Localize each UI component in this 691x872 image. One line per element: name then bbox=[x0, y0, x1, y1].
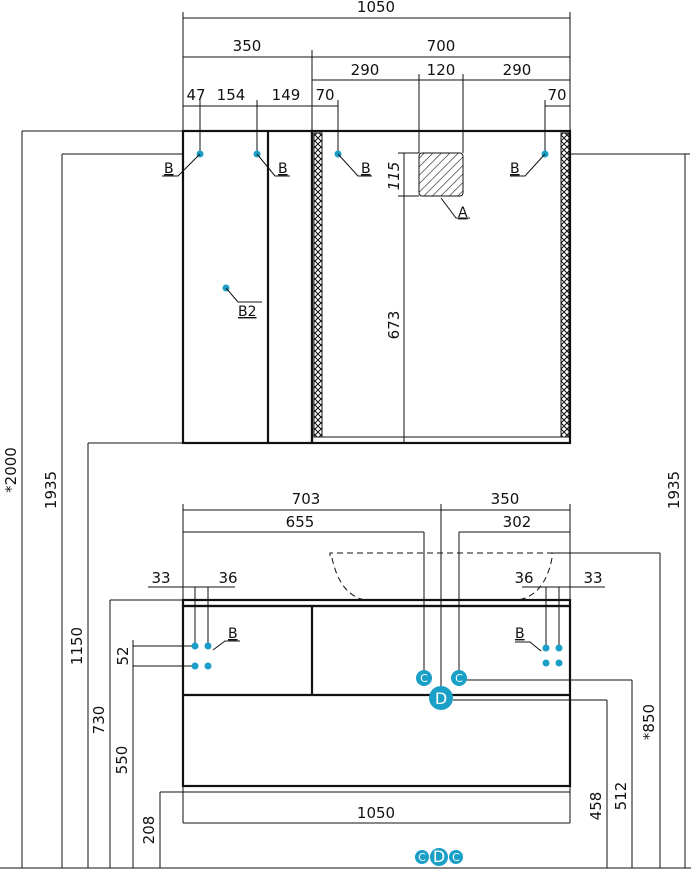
dim-2000: *2000 bbox=[2, 447, 20, 493]
vanity-unit: 703 655 350 302 1050 33 36 36 33 B B C C… bbox=[148, 490, 632, 824]
dim-550: 550 bbox=[113, 746, 131, 775]
dim-350-bottom: 350 bbox=[491, 490, 520, 508]
legend-d: D bbox=[433, 847, 445, 866]
dim-655: 655 bbox=[286, 513, 315, 531]
mirror-cabinet: 115 673 A bbox=[310, 129, 572, 445]
top-b-markers: B B B B B2 bbox=[162, 150, 549, 320]
dim-350-top: 350 bbox=[233, 37, 262, 55]
water-c-left bbox=[416, 670, 432, 686]
dim-290-right: 290 bbox=[503, 61, 532, 79]
label-a: A bbox=[458, 205, 468, 221]
dim-1050-bottom: 1050 bbox=[357, 804, 395, 822]
dim-36-left: 36 bbox=[218, 569, 237, 587]
dim-700: 700 bbox=[427, 37, 456, 55]
label-b-3: B bbox=[361, 161, 371, 177]
legend-c-right: C bbox=[452, 851, 460, 864]
dim-33-right: 33 bbox=[583, 569, 602, 587]
drain-d bbox=[429, 686, 453, 710]
dim-673: 673 bbox=[385, 311, 403, 340]
dim-47: 47 bbox=[186, 86, 205, 104]
label-b-4: B bbox=[510, 161, 520, 177]
dim-730: 730 bbox=[90, 706, 108, 735]
dim-1050-top: 1050 bbox=[357, 0, 395, 16]
dim-302: 302 bbox=[503, 513, 532, 531]
dim-120: 120 bbox=[427, 61, 456, 79]
legend-c-left: C bbox=[418, 851, 426, 864]
socket-area-a bbox=[418, 152, 464, 197]
label-b-1: B bbox=[164, 161, 174, 177]
dim-115: 115 bbox=[385, 162, 403, 191]
dim-1150: 1150 bbox=[68, 627, 86, 665]
height-dimensions: *2000 1935 1150 730 550 52 208 458 512 *… bbox=[0, 130, 691, 869]
dim-1935-right: 1935 bbox=[665, 471, 683, 509]
dim-458: 458 bbox=[587, 792, 605, 821]
dim-70-right: 70 bbox=[547, 86, 566, 104]
label-d: D bbox=[435, 689, 447, 708]
top-dimensions: 1050 350 700 290 120 290 47 154 149 70 7… bbox=[182, 0, 571, 154]
water-c-right bbox=[451, 670, 467, 686]
label-b-left: B bbox=[228, 626, 238, 642]
label-b2: B2 bbox=[238, 304, 257, 320]
dim-512: 512 bbox=[612, 782, 630, 811]
tall-cabinet bbox=[181, 129, 314, 445]
cdc-legend: C D C bbox=[415, 847, 463, 866]
dim-154: 154 bbox=[217, 86, 246, 104]
label-c-left: C bbox=[420, 672, 428, 685]
dim-52: 52 bbox=[114, 646, 132, 665]
dim-33-left: 33 bbox=[151, 569, 170, 587]
label-c-right: C bbox=[455, 672, 463, 685]
label-b-2: B bbox=[278, 161, 288, 177]
dim-70-left: 70 bbox=[315, 86, 334, 104]
dim-290-left: 290 bbox=[351, 61, 380, 79]
label-b-right: B bbox=[515, 626, 525, 642]
dim-1935-left: 1935 bbox=[42, 471, 60, 509]
dim-208: 208 bbox=[140, 816, 158, 845]
dim-703: 703 bbox=[292, 490, 321, 508]
dim-850: *850 bbox=[640, 704, 658, 740]
dim-36-right: 36 bbox=[514, 569, 533, 587]
dim-149: 149 bbox=[272, 86, 301, 104]
